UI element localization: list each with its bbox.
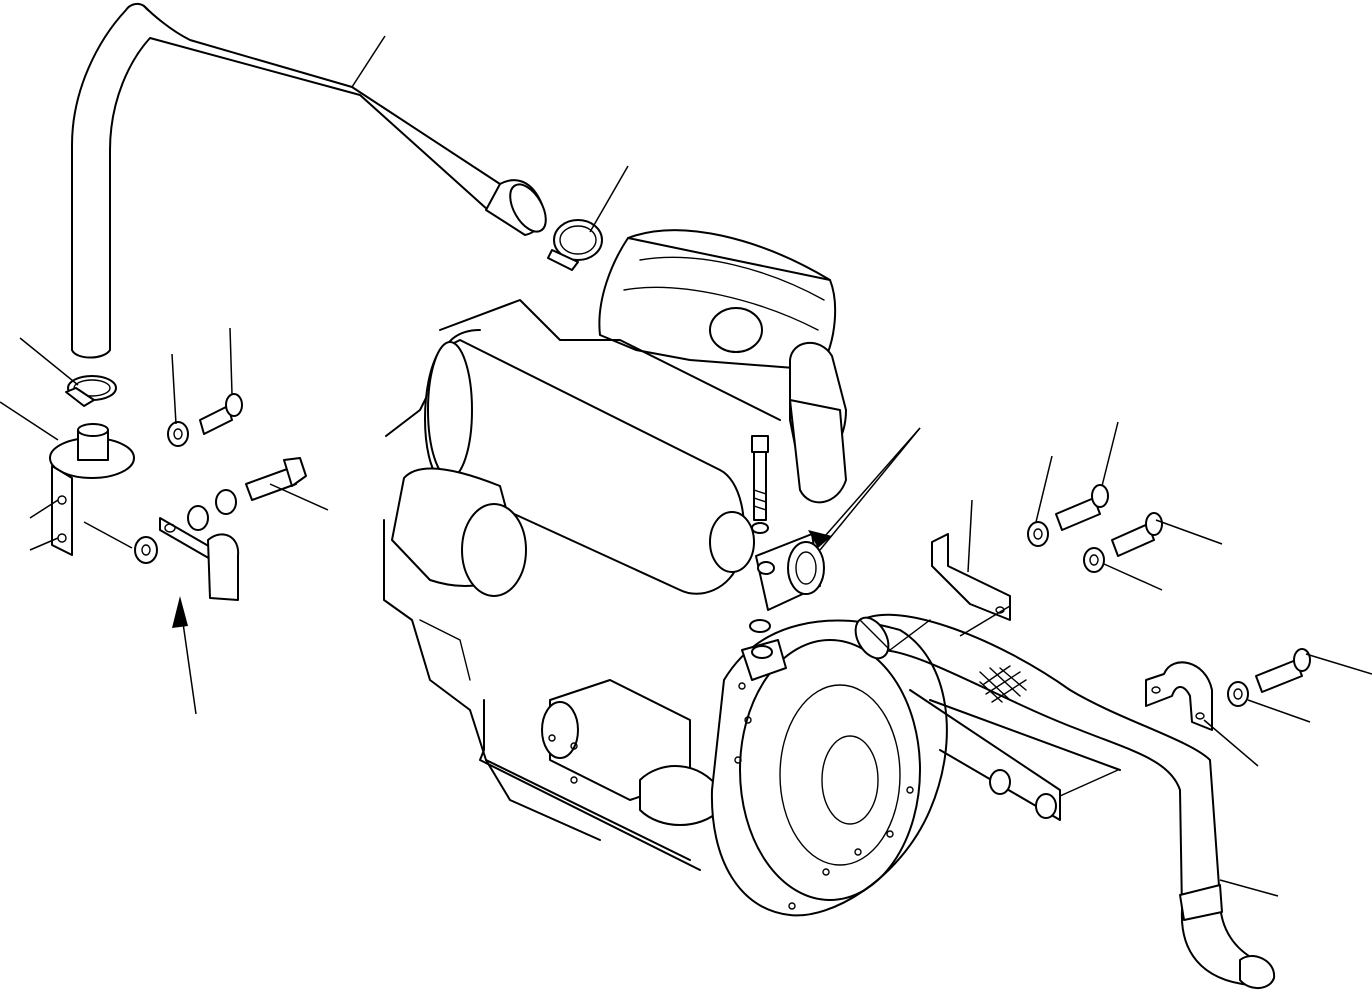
- arrow-left-up: [172, 596, 197, 715]
- air-cleaner: [598, 229, 847, 504]
- nut-left: [134, 536, 158, 564]
- washer-right-1: [1027, 521, 1049, 547]
- engine-block: [383, 299, 781, 871]
- lower-hose: [854, 613, 1276, 989]
- center-pipe-clamp: [755, 533, 825, 611]
- hose-clamp-left: [65, 375, 117, 407]
- center-washer: [749, 619, 771, 633]
- center-nut: [741, 639, 787, 681]
- upper-hose: [71, 2, 547, 359]
- bolt-left-top: [199, 393, 243, 435]
- washer-left-mid: [187, 489, 237, 531]
- washer-right-2: [1083, 547, 1105, 573]
- pipe-clamp-right: [1145, 661, 1213, 731]
- bolt-right-2: [1111, 512, 1163, 557]
- bolt-right-3: [1255, 648, 1311, 693]
- bolt-left-long: [245, 457, 307, 501]
- mounting-bracket-right: [931, 533, 1011, 621]
- mounting-bracket-left: [49, 423, 135, 556]
- bolt-right-1: [1055, 484, 1109, 531]
- support-rail: [909, 689, 1121, 821]
- center-bolt: [751, 435, 769, 534]
- leader-lines: [0, 35, 1372, 897]
- flywheel-housing: [710, 619, 948, 917]
- washer-right-3: [1227, 681, 1249, 707]
- arrow-center-down: [808, 427, 921, 548]
- bracket-left-clip: [159, 517, 240, 601]
- washer-left-top: [167, 421, 189, 447]
- hose-clamp-upper: [547, 219, 603, 271]
